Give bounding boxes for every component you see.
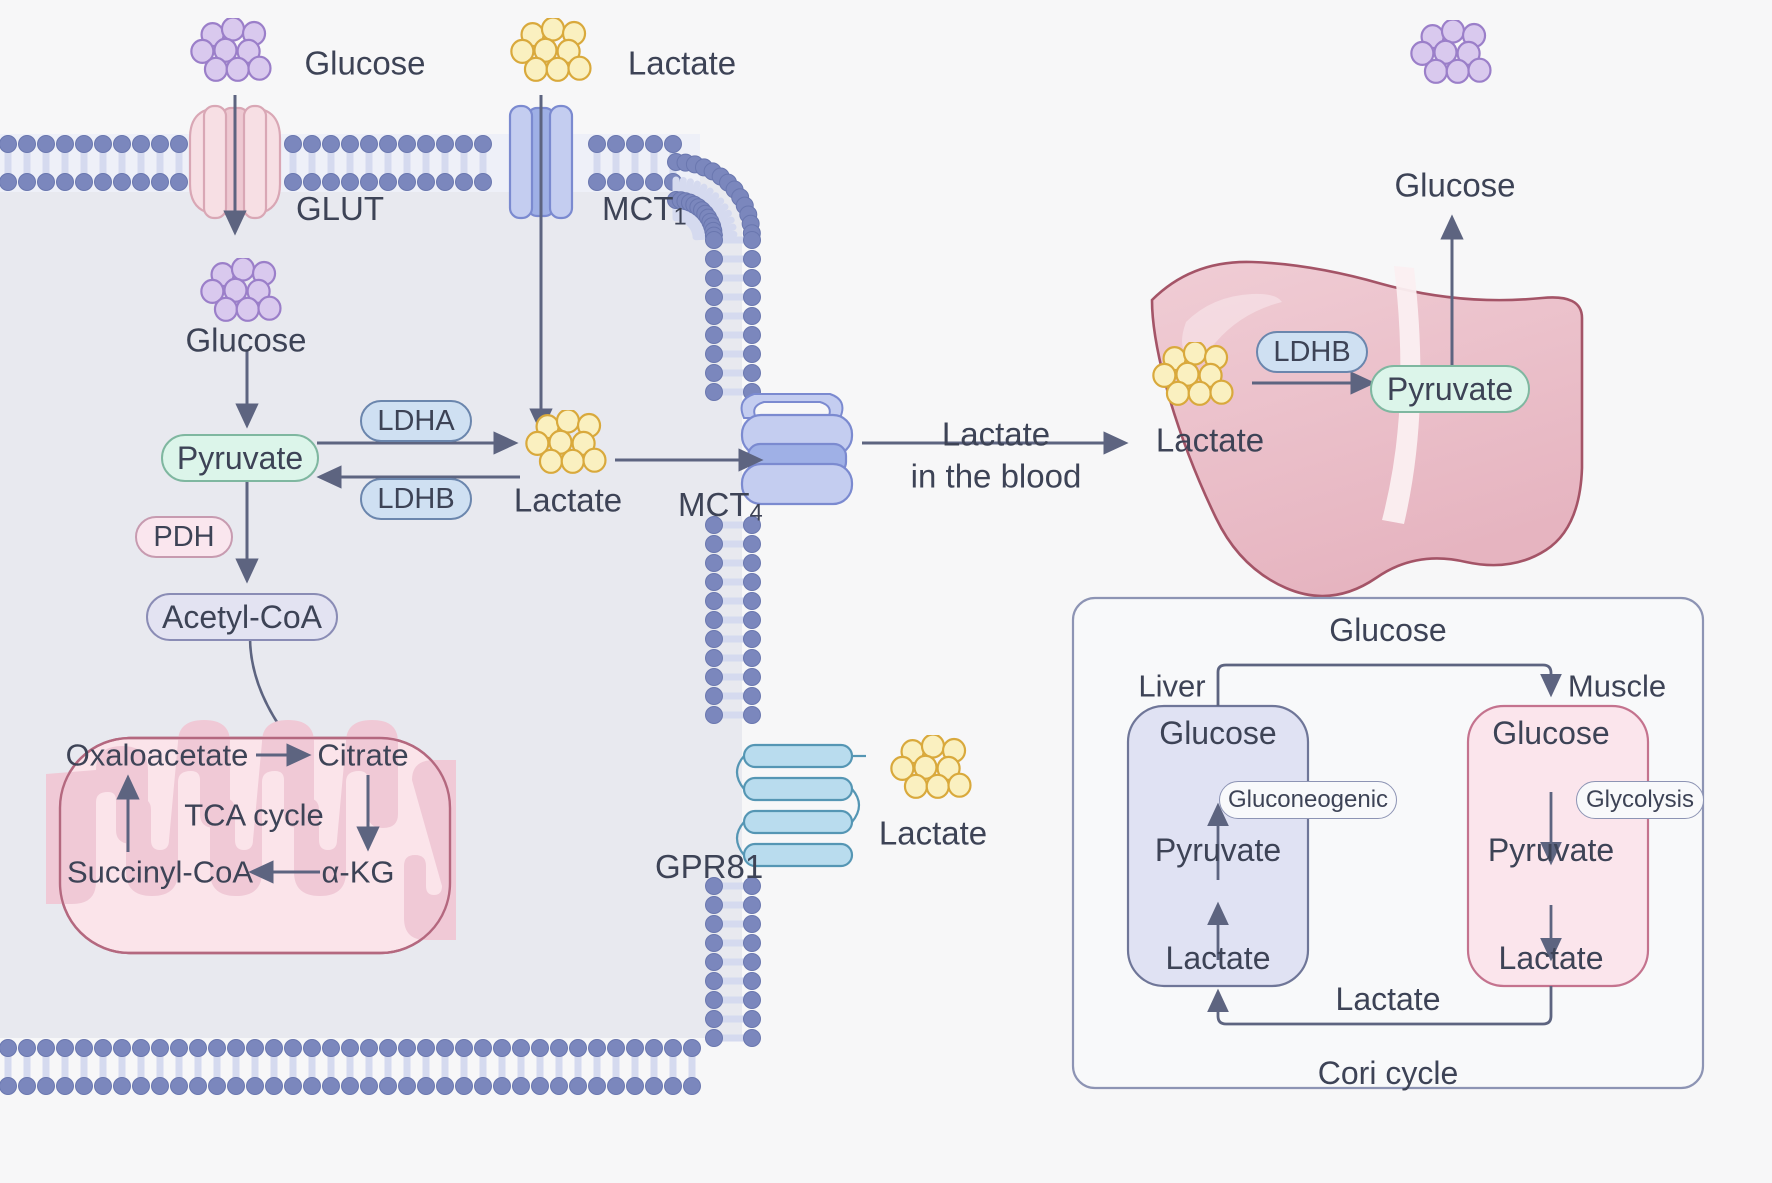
label-mct4: MCT4 [678, 488, 763, 525]
label-mct1: MCT1 [602, 192, 687, 229]
pyruvate-node-cell: Pyruvate [161, 434, 319, 482]
mitochondrion [46, 720, 456, 955]
cori-muscle-pyruvate: Pyruvate [1487, 832, 1615, 868]
pyruvate-node-liver: Pyruvate [1370, 365, 1530, 413]
enzyme-pdh: PDH [135, 516, 233, 558]
label-glucose-extracellular: Glucose [304, 44, 426, 82]
glucose-cluster-liver-output [1410, 20, 1500, 98]
enzyme-ldhb: LDHB [360, 478, 472, 520]
enzyme-ldha: LDHA [360, 400, 472, 442]
cori-glucose-transfer-path [1216, 663, 1562, 706]
mct1-text: MCT [602, 190, 674, 227]
pyruvate-label: Pyruvate [176, 439, 304, 476]
label-lactate-extracellular: Lactate [627, 44, 737, 82]
enzyme-gluconeogenic: Gluconeogenic [1219, 781, 1397, 819]
label-blood-lactate-line2: in the blood [910, 457, 1082, 495]
lactate-cluster-outside-gpr81 [890, 735, 980, 813]
lactate-cluster-cytoplasm [525, 410, 615, 488]
label-lactate-cytoplasm: Lactate [513, 481, 623, 519]
cori-top-glucose-label: Glucose [1329, 612, 1447, 648]
enzyme-ldhb-liver: LDHB [1256, 331, 1368, 373]
cori-muscle-glucose: Glucose [1492, 715, 1610, 751]
gpr81-receptor [735, 743, 866, 868]
glucose-cluster-extracellular [190, 18, 280, 96]
ldhb-liver-label: LDHB [1273, 335, 1351, 368]
cori-muscle-lactate: Lactate [1498, 940, 1604, 976]
label-liver-lactate: Lactate [1155, 421, 1265, 459]
label-oxaloacetate: Oxaloacetate [65, 737, 249, 773]
ldhb-label: LDHB [377, 482, 455, 515]
mct4-subscript: 4 [749, 499, 763, 527]
glut-text: GLUT [296, 190, 385, 227]
label-gpr81: GPR81 [655, 850, 763, 883]
pyruvate-liver-label: Pyruvate [1386, 370, 1514, 407]
cori-liver-lactate: Lactate [1165, 940, 1271, 976]
label-blood-lactate-line1: Lactate [941, 415, 1051, 453]
cori-bottom-lactate-label: Lactate [1335, 981, 1441, 1017]
glycolysis-label: Glycolysis [1585, 786, 1694, 813]
label-liver-glucose-output: Glucose [1394, 166, 1516, 204]
ldha-label: LDHA [377, 404, 455, 437]
lactate-cluster-extracellular [510, 18, 600, 96]
mct1-transporter [508, 104, 574, 220]
enzyme-glycolysis: Glycolysis [1576, 781, 1704, 819]
cori-muscle-organ-label: Muscle [1567, 668, 1667, 704]
cori-liver-pyruvate: Pyruvate [1154, 832, 1282, 868]
pdh-label: PDH [153, 520, 215, 553]
membrane-lipids [0, 135, 761, 1095]
gpr81-text: GPR81 [655, 848, 764, 885]
label-glucose-cytoplasm: Glucose [185, 321, 307, 359]
mct4-text: MCT [678, 486, 750, 523]
cori-liver-organ-label: Liver [1138, 668, 1206, 704]
cori-cycle-title: Cori cycle [1317, 1055, 1459, 1091]
label-tca-cycle: TCA cycle [184, 797, 324, 833]
cori-cycle-box [1071, 596, 1705, 1090]
label-citrate: Citrate [317, 737, 409, 773]
lactate-cluster-liver [1152, 342, 1242, 420]
cori-lactate-transfer-path [1207, 986, 1553, 1026]
acetyl-coa-node: Acetyl-CoA [146, 593, 338, 641]
label-alpha-kg: α-KG [321, 854, 395, 890]
pathway-arrows [235, 350, 764, 748]
label-glut: GLUT [296, 192, 384, 225]
mct4-transporter [740, 393, 854, 506]
mct1-subscript: 1 [673, 203, 687, 231]
label-lactate-outside-gpr81: Lactate [878, 814, 988, 852]
label-succinyl-coa: Succinyl-CoA [66, 854, 254, 890]
gluconeogenic-label: Gluconeogenic [1227, 786, 1389, 813]
acetyl-coa-label: Acetyl-CoA [161, 598, 323, 635]
glucose-cluster-cytoplasm [200, 258, 290, 336]
cori-liver-glucose: Glucose [1159, 715, 1277, 751]
